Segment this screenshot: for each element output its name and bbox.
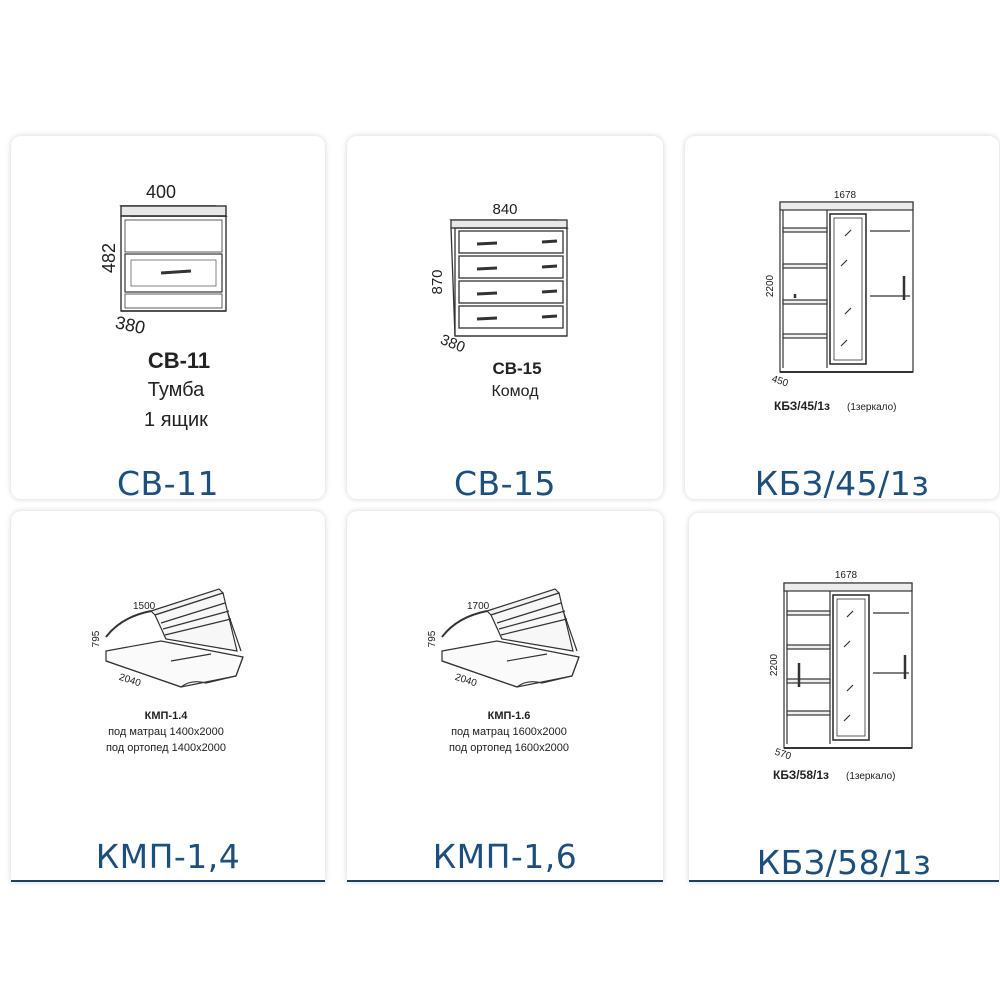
drawing-code: КБЗ/58/1з — [773, 768, 829, 782]
drawing-line: под матрац 1400х2000 — [108, 726, 224, 738]
dim-width: 1700 — [467, 601, 490, 612]
product-image[interactable]: 1700 795 2040 КМП-1.6 под матрац 1600х20… — [347, 511, 663, 821]
dim-width: 400 — [146, 182, 176, 202]
dim-depth: 570 — [773, 747, 793, 763]
dim-height: 795 — [91, 630, 102, 647]
drawing-code: КМП-1.4 — [145, 710, 189, 722]
dim-width: 1678 — [834, 190, 857, 201]
dim-width: 1678 — [835, 570, 858, 581]
drawing-line: под ортопед 1400х2000 — [106, 742, 226, 754]
product-card-cb-11[interactable]: 400 482 380 СВ-11 Тумба 1 ящик СВ-11 — [11, 136, 325, 499]
drawing-note: (1зеркало) — [847, 402, 896, 413]
product-image[interactable]: 1678 2200 450 КБЗ/45/1з (1зеркало) — [685, 136, 999, 446]
dim-depth: 450 — [770, 374, 790, 390]
product-title-link[interactable]: КБЗ/58/1з — [756, 843, 932, 882]
drawing-code: КМП-1.6 — [488, 710, 531, 722]
product-title-link[interactable]: СВ-15 — [453, 464, 557, 499]
drawing-note: (1зеркало) — [846, 771, 895, 782]
product-card-kbz-58[interactable]: 1678 2200 570 КБЗ/58/1з (1зеркало) КБЗ/5… — [689, 513, 999, 882]
dim-depth: 380 — [438, 331, 468, 356]
product-card-kmp-1-4[interactable]: 1500 795 2040 КМП-1.4 под матрац 1400х20… — [11, 511, 325, 882]
dim-depth: 2040 — [453, 672, 478, 689]
product-card-kbz-45[interactable]: 1678 2200 450 КБЗ/45/1з (1зеркало) КБЗ/4… — [685, 136, 999, 499]
dim-height: 795 — [427, 630, 438, 647]
product-title-link[interactable]: КБЗ/45/1з — [754, 464, 930, 499]
dim-width: 1500 — [133, 601, 156, 612]
product-image[interactable]: 1500 795 2040 КМП-1.4 под матрац 1400х20… — [11, 511, 325, 821]
dim-depth: 2040 — [117, 672, 142, 689]
product-card-kmp-1-6[interactable]: 1700 795 2040 КМП-1.6 под матрац 1600х20… — [347, 511, 663, 882]
dim-height: 2200 — [765, 274, 776, 297]
product-title-link[interactable]: СВ-11 — [116, 464, 220, 499]
drawing-code: КБЗ/45/1з — [774, 399, 830, 413]
drawing-line: под матрац 1600х2000 — [451, 726, 567, 738]
product-image[interactable]: 1678 2200 570 КБЗ/58/1з (1зеркало) — [689, 513, 999, 823]
drawing-line: Тумба — [148, 379, 205, 401]
drawing-line: под ортопед 1600х2000 — [449, 742, 569, 754]
dim-depth: 380 — [113, 312, 147, 338]
product-card-cb-15[interactable]: 840 870 380 СВ-15 Комод СВ-15 — [347, 136, 663, 499]
product-image[interactable]: 400 482 380 СВ-11 Тумба 1 ящик — [11, 136, 325, 446]
product-title-link[interactable]: КМП-1,6 — [432, 837, 578, 876]
dim-width: 840 — [492, 201, 517, 218]
drawing-line: 1 ящик — [144, 409, 208, 431]
drawing-code: СВ-11 — [148, 348, 210, 373]
dim-height: 870 — [429, 269, 446, 294]
dim-height: 2200 — [769, 653, 780, 676]
drawing-line: Комод — [491, 383, 539, 400]
product-image[interactable]: 840 870 380 СВ-15 Комод — [347, 136, 663, 446]
drawing-code: СВ-15 — [492, 359, 541, 378]
dim-height: 482 — [99, 243, 119, 273]
product-title-link[interactable]: КМП-1,4 — [95, 837, 241, 876]
